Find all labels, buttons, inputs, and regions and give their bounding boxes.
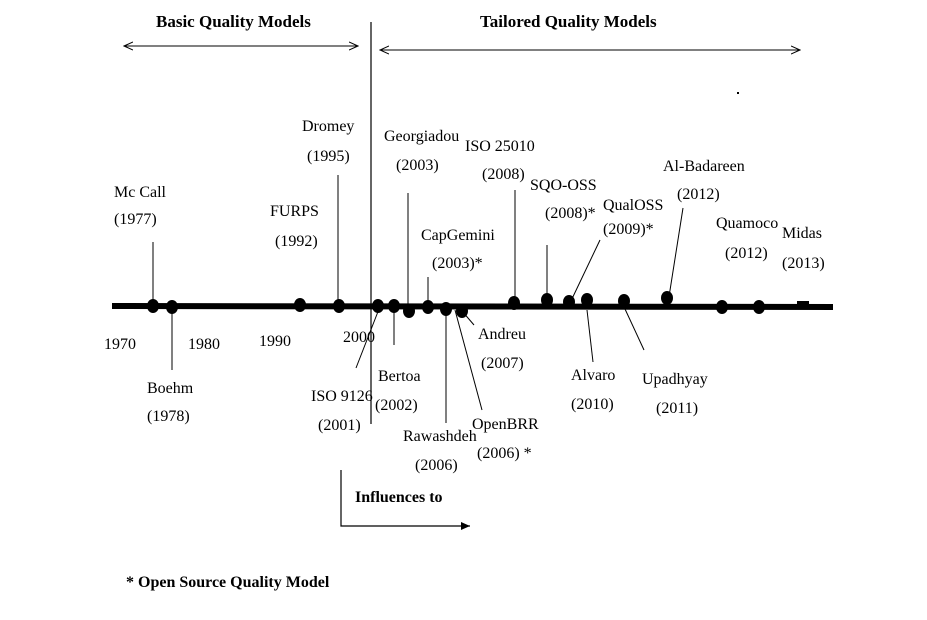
marker-boehm <box>166 300 178 314</box>
marker-iso9126 <box>372 299 384 313</box>
label-georgiadou-year: (2003) <box>396 157 439 174</box>
marker-albadareen <box>661 291 673 305</box>
basic-header: Basic Quality Models <box>156 12 311 31</box>
label-furps-year: (1992) <box>275 233 318 250</box>
label-mccall-name: Mc Call <box>114 184 167 201</box>
label-alvaro-name: Alvaro <box>571 367 615 384</box>
label-capgemini-year: (2003)* <box>432 255 483 272</box>
label-qualoss-name: QualOSS <box>603 197 663 214</box>
label-openbrr-year: (2006) * <box>477 445 532 462</box>
marker-midas <box>753 300 765 314</box>
label-iso25010-name: ISO 25010 <box>465 138 535 155</box>
marker-iso25010 <box>508 296 520 310</box>
label-upadhyay-year: (2011) <box>656 400 698 417</box>
markers <box>147 291 809 318</box>
label-bertoa-name: Bertoa <box>378 368 421 385</box>
year-2000: 2000 <box>343 329 375 346</box>
marker-dromey <box>333 299 345 313</box>
label-alvaro-year: (2010) <box>571 396 614 413</box>
marker-mccall <box>147 299 159 313</box>
influence-label: Influences to <box>355 489 443 506</box>
label-furps-name: FURPS <box>270 203 319 220</box>
label-midas-name: Midas <box>782 225 822 242</box>
label-rawashdeh-year: (2006) <box>415 457 458 474</box>
label-bertoa-year: (2002) <box>375 397 418 414</box>
label-dromey-year: (1995) <box>307 148 350 165</box>
connector-iso9126 <box>355 308 380 369</box>
marker-alvaro <box>581 293 593 307</box>
label-boehm-name: Boehm <box>147 380 194 397</box>
marker-sqooss <box>541 293 553 307</box>
connector-upadhyay <box>624 308 645 351</box>
marker-bertoa <box>388 299 400 313</box>
label-rawashdeh-name: Rawashdeh <box>403 428 477 445</box>
label-quamoco-name: Quamoco <box>716 215 778 232</box>
label-upadhyay-name: Upadhyay <box>642 371 708 388</box>
label-sqooss-year: (2008)* <box>545 205 596 222</box>
year-1990: 1990 <box>259 333 291 350</box>
marker-furps <box>294 298 306 312</box>
label-georgiadou-name: Georgiadou <box>384 128 459 145</box>
marker-georgiadou <box>403 304 415 318</box>
marker-capgemini <box>422 300 434 314</box>
label-dromey-name: Dromey <box>302 118 354 135</box>
timeline-axis <box>111 303 834 310</box>
label-andreu-year: (2007) <box>481 355 524 372</box>
label-albadareen-name: Al-Badareen <box>663 158 745 175</box>
label-sqooss-name: SQO-OSS <box>530 177 597 194</box>
connector-albadareen <box>667 207 684 304</box>
year-1980: 1980 <box>188 336 220 353</box>
label-capgemini-name: CapGemini <box>421 227 495 244</box>
label-midas-year: (2013) <box>782 255 825 272</box>
marker-upadhyay <box>618 294 630 308</box>
connector-alvaro <box>586 309 594 363</box>
label-iso25010-year: (2008) <box>482 166 525 183</box>
marker-rawashdeh <box>440 302 452 316</box>
label-iso9126-year: (2001) <box>318 417 361 434</box>
connector-openbrr <box>454 309 483 411</box>
label-andreu-name: Andreu <box>478 326 526 343</box>
label-qualoss-year: (2009)* <box>603 221 654 238</box>
label-boehm-year: (1978) <box>147 408 190 425</box>
marker-quamoco <box>716 300 728 314</box>
label-albadareen-year: (2012) <box>677 186 720 203</box>
footnote: * Open Source Quality Model <box>126 574 330 591</box>
label-quamoco-year: (2012) <box>725 245 768 262</box>
label-openbrr-name: OpenBRR <box>472 416 539 433</box>
stray-dot <box>737 92 739 94</box>
tailored-header: Tailored Quality Models <box>480 12 657 31</box>
axis-tick-end <box>797 301 809 305</box>
label-mccall-year: (1977) <box>114 211 157 228</box>
marker-andreu <box>456 304 468 318</box>
marker-qualoss <box>563 295 575 309</box>
year-1970: 1970 <box>104 336 136 353</box>
connector-qualoss <box>569 239 601 304</box>
influence-arrow <box>340 470 470 530</box>
label-iso9126-name: ISO 9126 <box>311 388 373 405</box>
